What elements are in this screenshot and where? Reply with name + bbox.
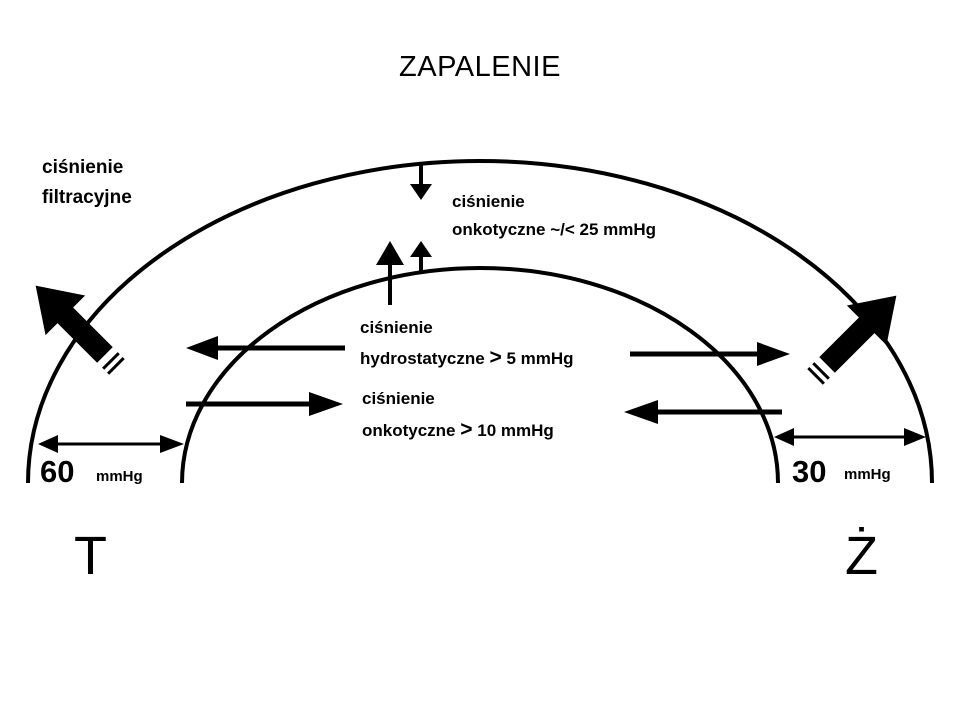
hydrostatic-line2: hydrostatyczne > 5 mmHg: [360, 345, 574, 370]
right-pressure-unit: mmHg: [844, 466, 891, 483]
up-arrow-right: [410, 241, 432, 271]
left-pressure-number: 60: [40, 454, 75, 489]
arrow-oncotic-left-in: [186, 392, 343, 416]
arrow-hydro-left: [186, 336, 345, 360]
filtration-label-line1: ciśnienie: [42, 157, 124, 178]
oncotic-top-line2: onkotyczne ~/< 25 mmHg: [452, 220, 657, 239]
right-pressure-number: 30: [792, 454, 827, 489]
oncotic-inner-value: 10 mmHg: [477, 421, 554, 440]
hydrostatic-value: 5 mmHg: [506, 349, 574, 368]
oncotic-inner-line2: onkotyczne > 10 mmHg: [362, 417, 554, 442]
down-arrow-top: [410, 164, 432, 200]
filtration-label-line2: filtracyjne: [42, 187, 132, 208]
oncotic-inner-line1: ciśnienie: [362, 389, 435, 408]
oncotic-top-line1: ciśnienie: [452, 192, 525, 211]
filtration-arrow-left: [35, 285, 125, 375]
hydrostatic-line1: ciśnienie: [360, 318, 433, 337]
left-pressure-unit: mmHg: [96, 468, 143, 485]
diagram-title: ZAPALENIE: [399, 51, 561, 83]
filtration-arrow-right: [807, 295, 897, 385]
right-width-arrow: [774, 428, 926, 446]
arrow-hydro-right: [630, 342, 790, 366]
hydrostatic-name: hydrostatyczne: [360, 349, 485, 368]
left-width-arrow: [38, 435, 184, 453]
right-end-label: Ż: [845, 526, 878, 586]
arrow-oncotic-right-in: [624, 400, 782, 424]
left-end-label: T: [74, 526, 107, 586]
hydrostatic-operator: >: [489, 346, 502, 369]
oncotic-inner-operator: >: [460, 418, 473, 441]
up-arrow-left: [376, 241, 404, 305]
inner-arch: [180, 266, 780, 484]
oncotic-inner-name: onkotyczne: [362, 421, 456, 440]
